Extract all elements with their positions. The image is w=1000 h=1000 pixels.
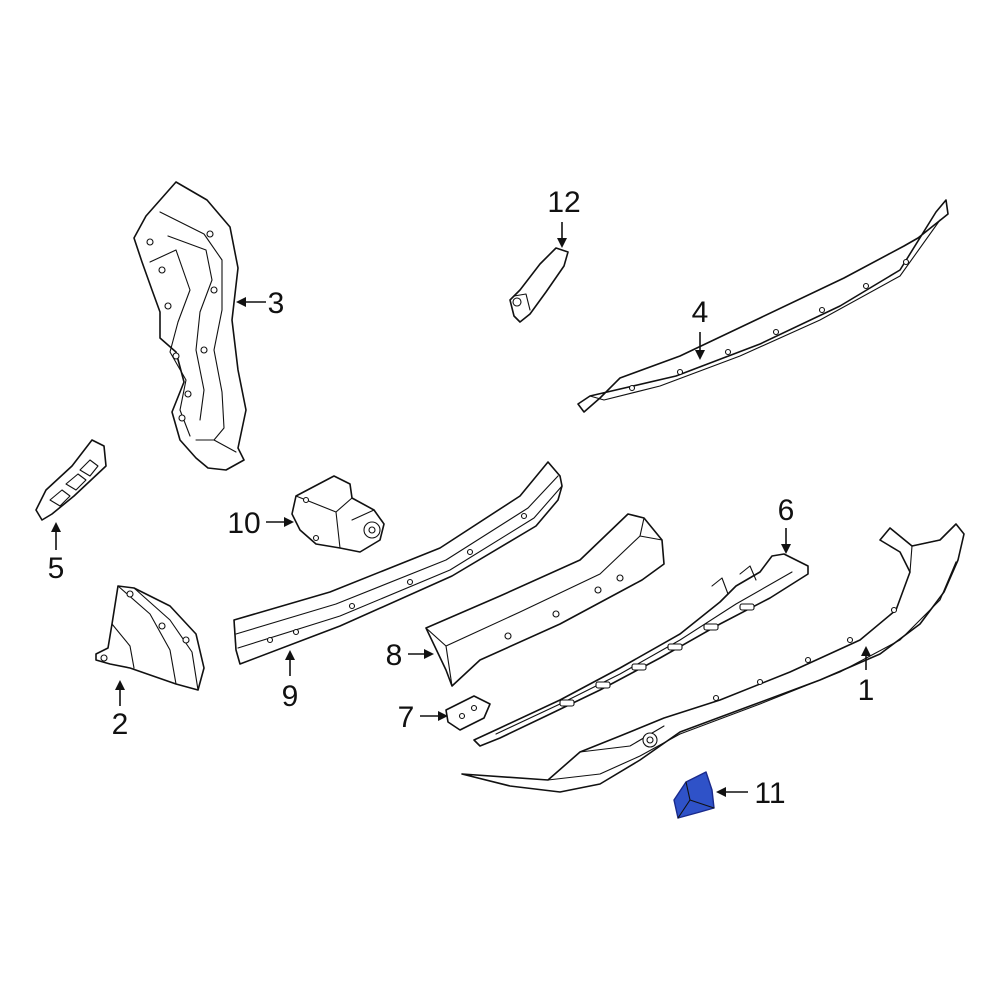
part-9-reinforcement-beam[interactable] bbox=[233, 461, 563, 665]
callout-labels: 1 2 3 4 5 6 7 8 9 10 11 12 bbox=[48, 186, 875, 810]
callout-8: 8 bbox=[386, 639, 403, 672]
callout-6: 6 bbox=[778, 494, 795, 527]
callout-7: 7 bbox=[398, 701, 415, 734]
part-6-mounting-bracket[interactable] bbox=[473, 553, 809, 747]
part-4-trim-strip[interactable] bbox=[577, 199, 949, 413]
part-12-reflector[interactable] bbox=[509, 247, 569, 323]
part-10-sensor-module[interactable] bbox=[291, 475, 385, 553]
part-2-splash-shield[interactable] bbox=[95, 585, 205, 691]
callout-5: 5 bbox=[48, 552, 65, 585]
part-1-bumper-cover[interactable] bbox=[461, 523, 965, 793]
callout-3: 3 bbox=[268, 287, 285, 320]
part-8-energy-absorber[interactable] bbox=[425, 513, 665, 687]
callout-9: 9 bbox=[282, 680, 299, 713]
callout-10: 10 bbox=[227, 507, 260, 540]
callout-4: 4 bbox=[692, 296, 709, 329]
part-11-tow-hook-cover[interactable] bbox=[673, 771, 715, 819]
part-5-bracket[interactable] bbox=[35, 439, 107, 521]
part-3-wheelhouse[interactable] bbox=[133, 181, 247, 471]
callout-12: 12 bbox=[547, 186, 580, 219]
callout-11: 11 bbox=[754, 777, 785, 810]
callout-2: 2 bbox=[112, 708, 129, 741]
callout-1: 1 bbox=[858, 674, 875, 707]
part-7-clip[interactable] bbox=[445, 695, 491, 731]
leader-lines bbox=[51, 222, 871, 797]
